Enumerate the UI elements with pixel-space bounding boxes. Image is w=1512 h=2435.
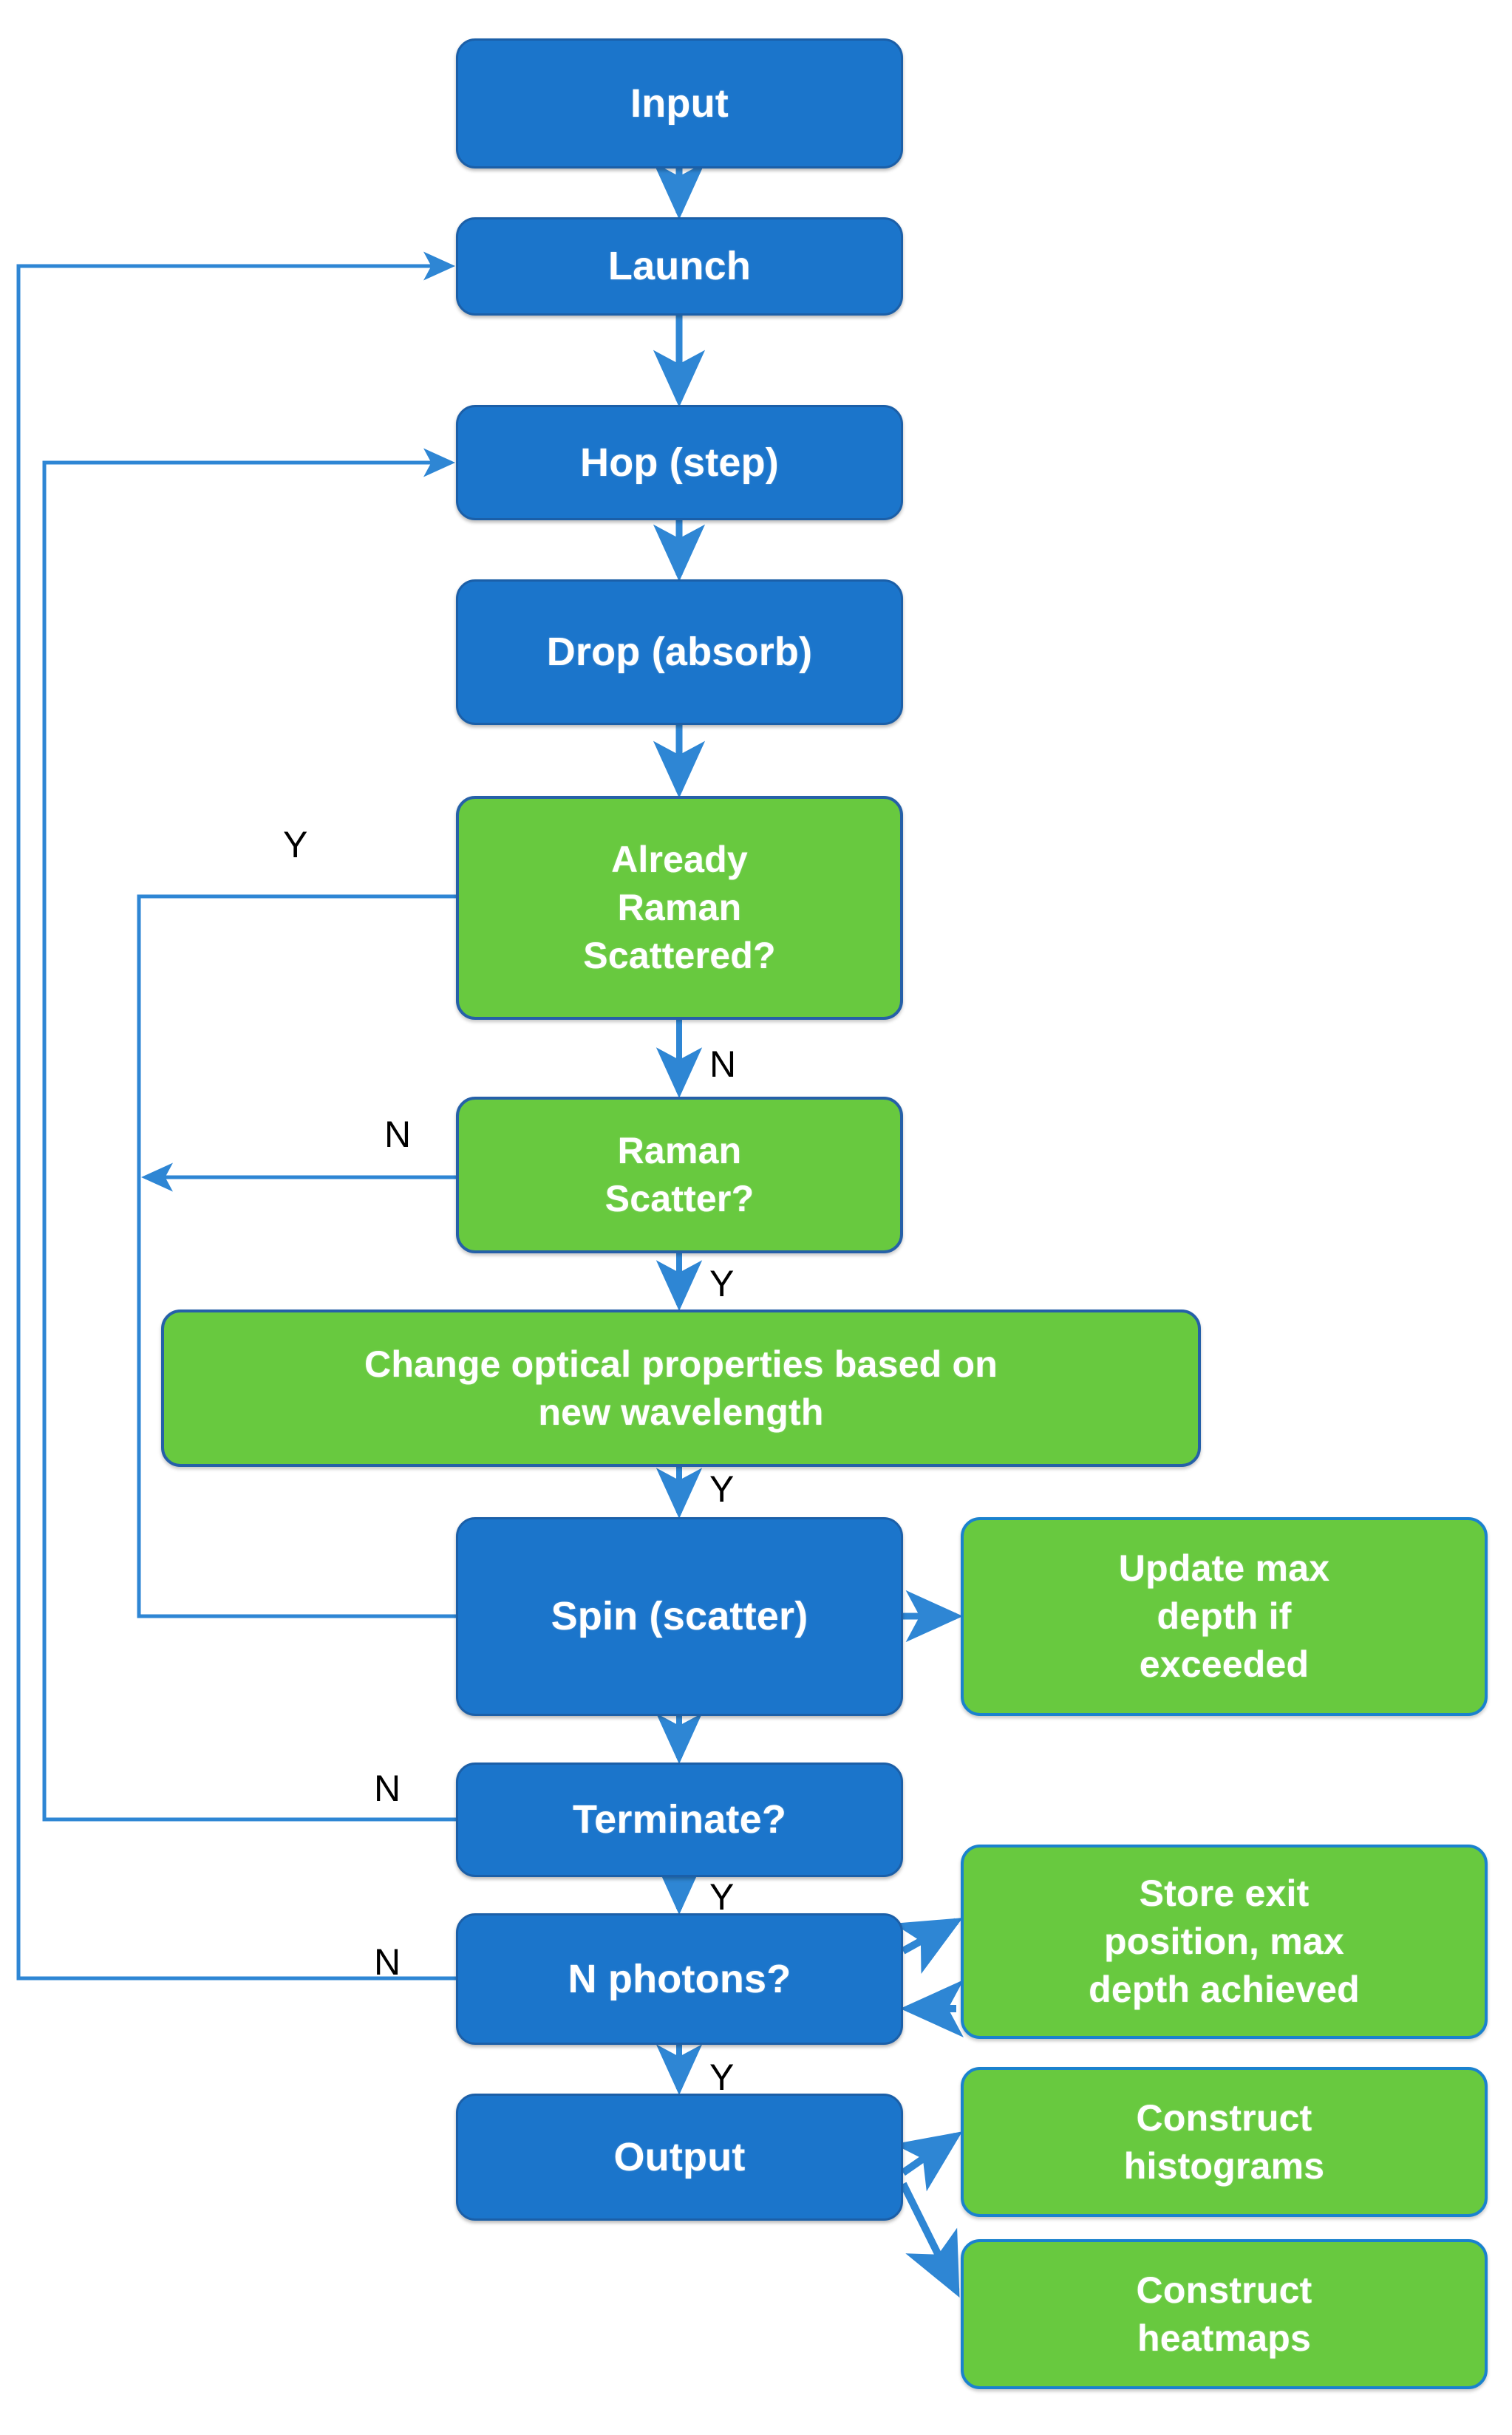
edge-label-terminate-no: N	[374, 1768, 401, 1809]
node-update-max-depth[interactable]: Update max depth if exceeded	[961, 1517, 1488, 1716]
edge-nphotons-store	[893, 1918, 963, 1975]
node-construct-histograms[interactable]: Construct histograms	[961, 2067, 1488, 2217]
edge-label-terminate-yes: Y	[709, 1876, 735, 1918]
node-hop[interactable]: Hop (step)	[456, 405, 903, 520]
edge-label-already-raman-yes: Y	[283, 824, 308, 865]
edge-label-change-optical-yes: Y	[709, 1468, 735, 1510]
node-spin-scatter[interactable]: Spin (scatter)	[456, 1517, 903, 1716]
node-output[interactable]: Output	[456, 2094, 903, 2221]
edge-output-heat	[899, 2182, 960, 2298]
node-change-optical-properties[interactable]: Change optical properties based on new w…	[161, 1310, 1201, 1467]
edge-label-raman-scatter-no: N	[384, 1114, 412, 1155]
node-drop[interactable]: Drop (absorb)	[456, 579, 903, 725]
node-already-raman-scattered[interactable]: Already Raman Scattered?	[456, 796, 903, 1020]
edge-label-n-photons-no: N	[374, 1941, 401, 1983]
node-construct-heatmaps[interactable]: Construct heatmaps	[961, 2239, 1488, 2389]
edge-label-n-photons-yes: Y	[709, 2057, 735, 2098]
node-store-exit-position[interactable]: Store exit position, max depth achieved	[961, 1845, 1488, 2039]
node-input[interactable]: Input	[456, 38, 903, 168]
node-terminate[interactable]: Terminate?	[456, 1763, 903, 1877]
node-raman-scatter[interactable]: Raman Scatter?	[456, 1097, 903, 1253]
edge-label-raman-scatter-yes: Y	[709, 1263, 735, 1304]
edge-label-already-raman-no: N	[709, 1043, 737, 1085]
node-n-photons[interactable]: N photons?	[456, 1913, 903, 2045]
node-launch[interactable]: Launch	[456, 217, 903, 316]
edge-output-hist	[893, 2131, 963, 2192]
